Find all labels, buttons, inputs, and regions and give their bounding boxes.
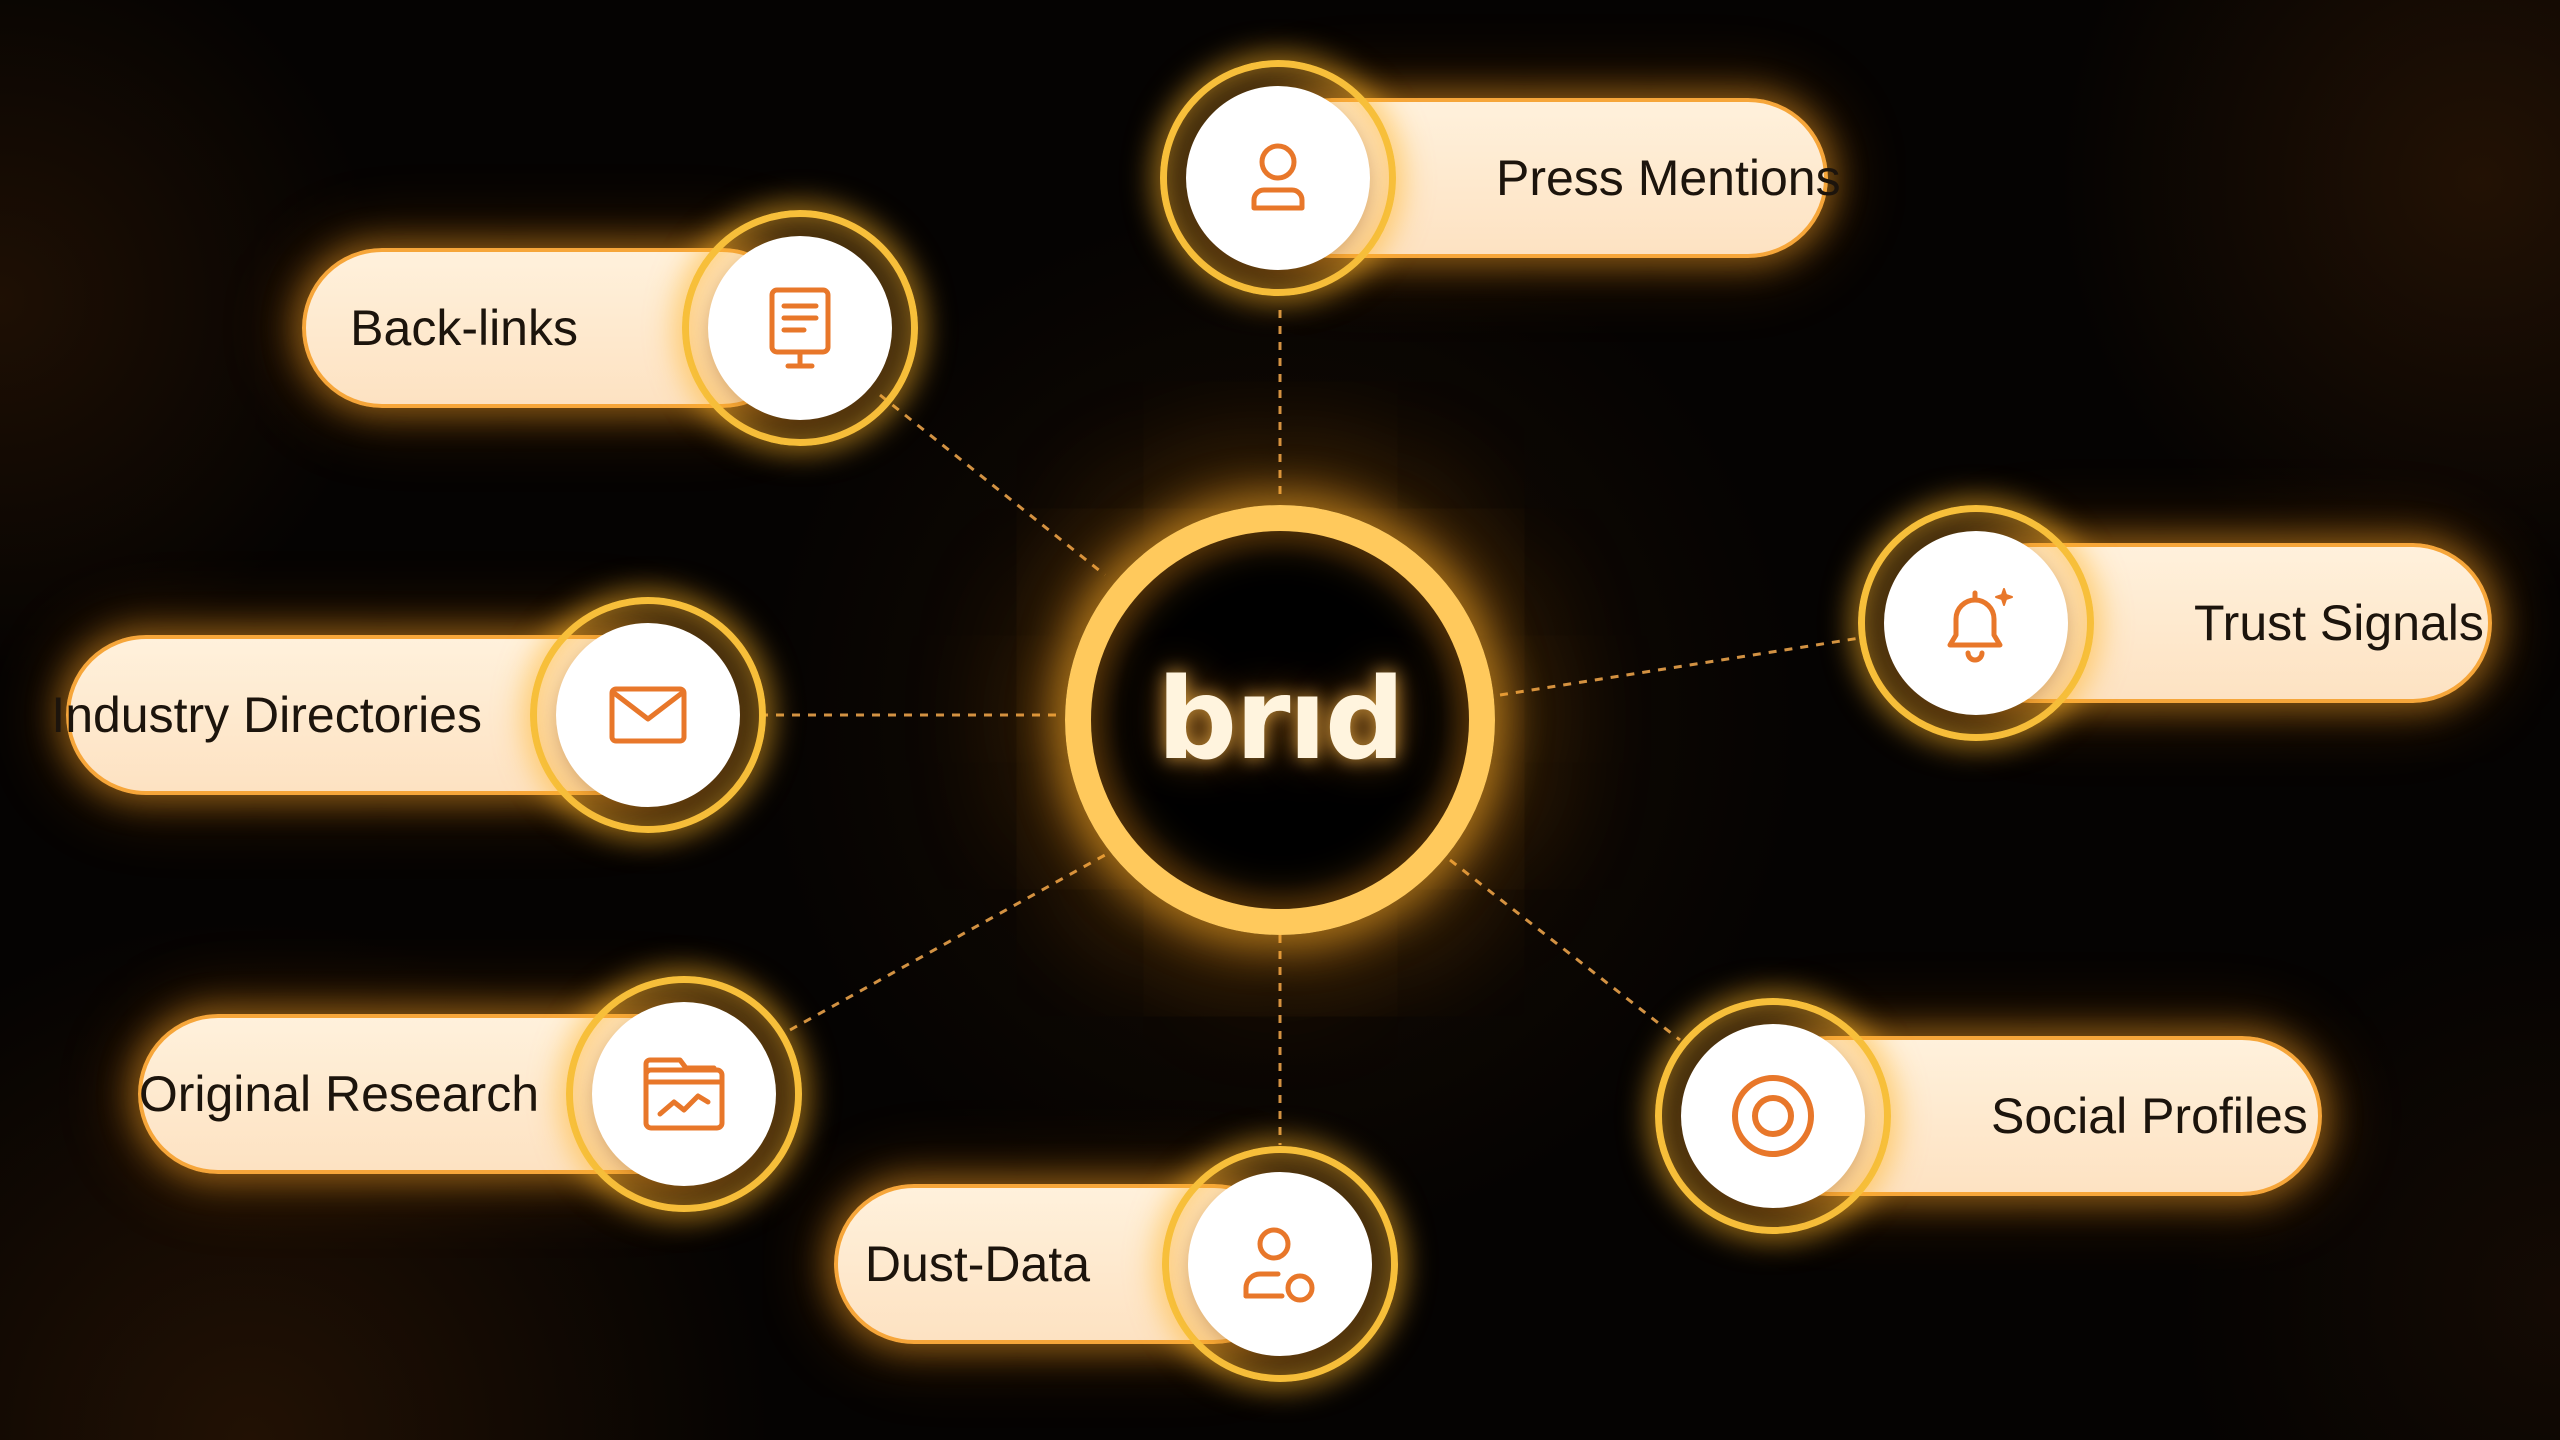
icon-badge [1884,531,2068,715]
node-back-links: Back-links [302,210,918,446]
node-label: Trust Signals [2194,595,2484,651]
icon-badge [1186,86,1370,270]
node-social-profiles: Social Profiles [1655,998,2325,1234]
document-monitor-icon [769,287,831,369]
hub-circle: brıd [1065,505,1495,935]
connector-trust-signals [1499,636,1861,697]
user-icon [1251,143,1305,211]
icon-badge [708,236,892,420]
icon-badge [556,623,740,807]
node-trust-signals: Trust Signals [1858,505,2492,741]
target-icon [1732,1075,1814,1157]
icon-badge [1681,1024,1865,1208]
node-label: Back-links [350,300,578,356]
node-press-mentions: Press Mentions [1160,60,1841,296]
connector-back-links [879,393,1106,577]
node-original-research: Original Research [138,976,804,1212]
brand-logo: brıd [1157,655,1405,785]
node-label: Press Mentions [1496,150,1841,206]
connector-social-profiles [1449,858,1681,1042]
node-label: Social Profiles [1991,1088,2308,1144]
node-label: Original Research [138,1066,539,1122]
node-dust-data: Dust-Data [834,1146,1400,1382]
connector-original-research [789,853,1106,1032]
mail-icon [609,686,687,744]
icon-badge [592,1002,776,1186]
node-label: Dust-Data [864,1236,1090,1292]
icon-badge [1188,1172,1372,1356]
user-search-icon [1243,1227,1315,1303]
node-label: Industry Directories [51,687,482,743]
bell-icon [1947,588,2013,663]
chart-window-icon [643,1057,725,1131]
node-industry-directories: Industry Directories [51,597,766,833]
